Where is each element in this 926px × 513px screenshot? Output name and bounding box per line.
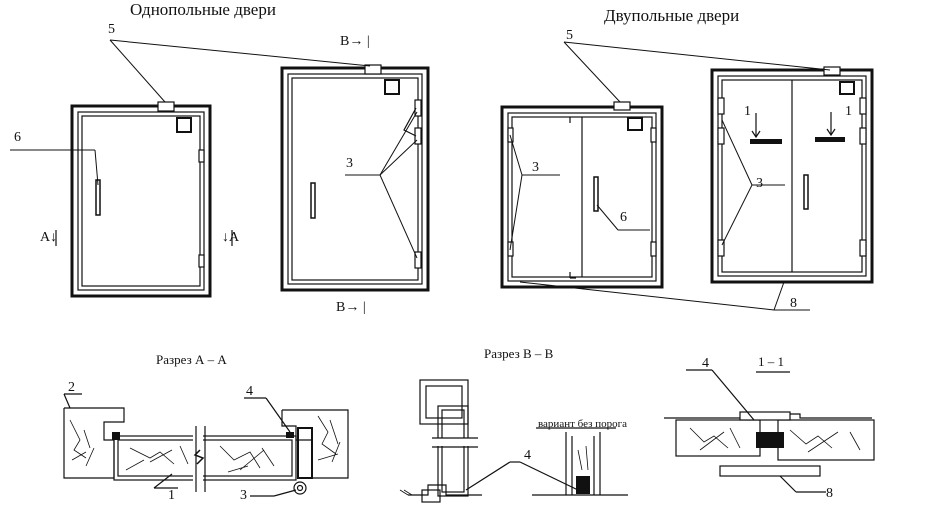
double-door-small — [500, 101, 664, 289]
leader-lines — [10, 39, 831, 311]
label-3-aa: 3 — [240, 488, 247, 503]
caption-section-aa: Разрез А – А — [156, 352, 227, 367]
label-3-double-small: 3 — [532, 160, 539, 175]
label-6-double: 6 — [620, 210, 627, 225]
single-door-large — [280, 64, 430, 292]
marker-b-bottom: В→ | — [336, 300, 366, 315]
marker-b-top: В→ | — [340, 34, 370, 49]
marker-a-left: А↓ — [40, 230, 58, 245]
caption-section-bb: Разрез В – В — [484, 346, 554, 361]
marker-a-right: ↓А — [222, 230, 240, 245]
caption-section-1-1: 1 – 1 — [758, 354, 784, 369]
label-3-double-large: 3 — [756, 176, 763, 191]
caption-variant: вариант без порога — [538, 418, 627, 430]
section-a-a — [63, 393, 349, 497]
label-4-aa: 4 — [246, 384, 253, 399]
label-2: 2 — [68, 380, 75, 395]
title-double-doors: Двупольные двери — [604, 6, 740, 25]
double-door-large — [710, 66, 874, 284]
label-1-right: 1 — [845, 104, 852, 119]
section-b-b — [399, 379, 628, 503]
label-3-single: 3 — [346, 156, 353, 171]
title-single-doors: Однопольные двери — [130, 0, 276, 19]
label-5-double: 5 — [566, 28, 573, 43]
label-4-bb: 4 — [524, 448, 531, 463]
label-8-11: 8 — [826, 486, 833, 501]
label-1-left: 1 — [744, 104, 751, 119]
label-8-double: 8 — [790, 296, 797, 311]
label-5-single: 5 — [108, 22, 115, 37]
label-4-11: 4 — [702, 356, 709, 371]
section-1-1 — [664, 369, 875, 493]
label-1-aa: 1 — [168, 488, 175, 503]
single-door-small — [70, 101, 212, 298]
label-6-single: 6 — [14, 130, 21, 145]
